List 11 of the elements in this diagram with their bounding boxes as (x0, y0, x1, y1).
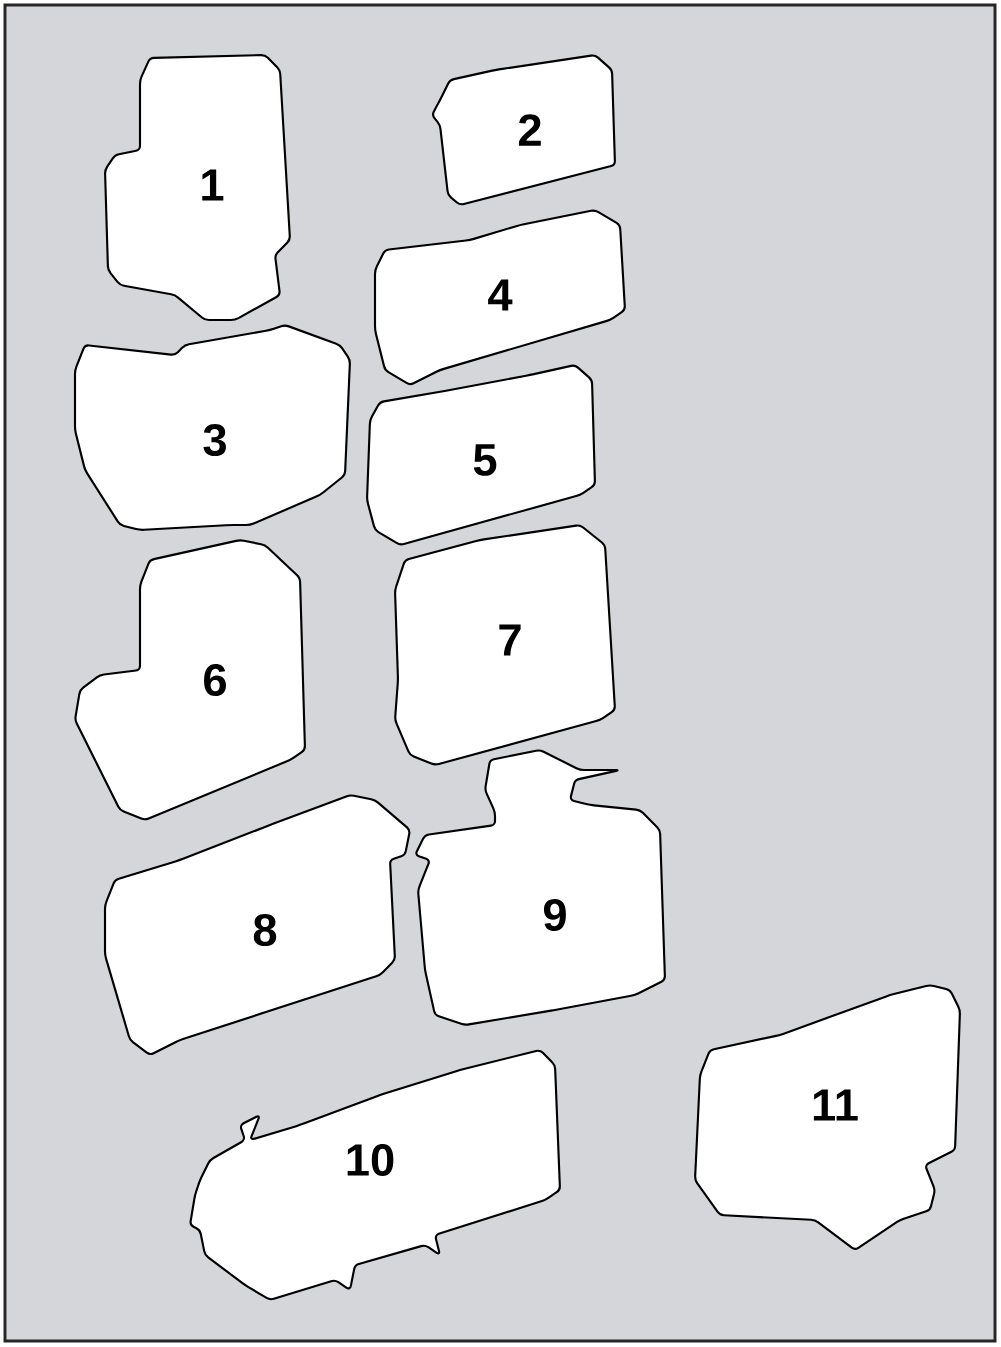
camera-silhouette: 10 (189, 1049, 561, 1301)
camera-silhouette: 7 (394, 524, 616, 766)
camera-silhouette: 1 (104, 54, 291, 322)
camera-silhouette: 6 (74, 539, 306, 821)
camera-silhouette: 8 (103, 794, 411, 1055)
camera-silhouette: 11 (694, 984, 961, 1250)
camera-silhouette: 2 (432, 54, 616, 206)
camera-silhouette: 4 (373, 209, 626, 385)
camera-silhouette: 3 (73, 324, 351, 531)
camera-silhouette: 5 (366, 364, 596, 546)
camera-silhouette: 9 (415, 749, 666, 1026)
